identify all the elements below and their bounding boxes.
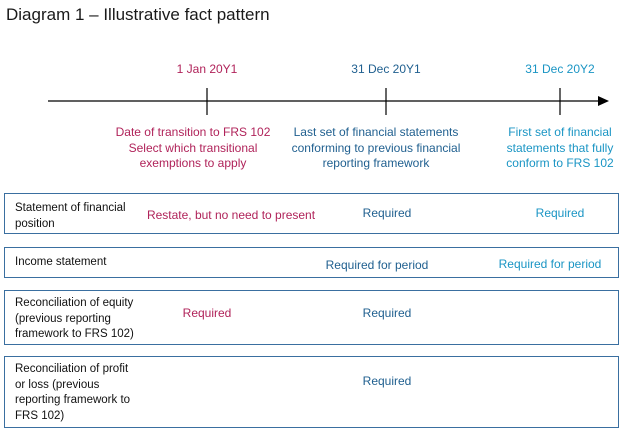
cell-first-frs: Required for period [498,257,602,271]
note-line: statements that fully [506,140,614,155]
timeline-arrowhead [598,96,609,106]
date-label-previous-year-end: 31 Dec 20Y1 [351,62,421,76]
row-income-statement: Income statement Required for period Req… [4,247,619,278]
note-previous-framework: Last set of financial statements conform… [292,125,461,172]
row-label-line: reporting framework to [15,394,131,406]
cell-previous: Required [362,374,412,388]
diagram-title: Diagram 1 – Illustrative fact pattern [6,5,270,24]
cell-previous: Required [362,206,412,220]
note-line: reporting framework [322,156,430,170]
row-label: Income statement [15,255,143,273]
cell-transition: Restate, but no need to present [146,208,316,222]
row-statement-of-financial-position: Statement of financial position Restate,… [4,193,619,234]
row-label-line: FRS 102) [15,409,65,422]
row-label-line: or loss (previous [15,378,100,391]
row-label-line: Income statement [15,256,107,268]
note-line: Date of transition to FRS 102 [115,125,271,139]
note-line: conforming to previous financial [291,140,461,155]
row-label-line: (previous reporting [15,312,111,325]
note-transition: Date of transition to FRS 102 Select whi… [116,125,271,172]
timeline-arrow [48,88,609,115]
row-reconciliation-of-profit-or-loss: Reconciliation of profit or loss (previo… [4,356,619,428]
row-label: Reconciliation of profit or loss (previo… [15,362,143,426]
cell-transition: Required [182,306,232,320]
cell-previous: Required for period [325,258,429,272]
note-first-frs: First set of financial statements that f… [506,125,613,172]
cell-first-frs: Required [535,206,585,220]
note-line: First set of financial [508,125,612,139]
row-label-line: position [15,217,55,230]
date-label-transition: 1 Jan 20Y1 [176,62,238,76]
row-label-line: Reconciliation of profit [15,363,129,375]
date-label-first-frs-year-end: 31 Dec 20Y2 [525,62,595,76]
row-label-line: framework to FRS 102) [15,328,134,340]
note-line: exemptions to apply [139,156,247,170]
row-label: Statement of financial position [15,201,143,232]
row-label: Reconciliation of equity (previous repor… [15,296,143,344]
note-line: Select which transitional [128,140,258,155]
row-label-line: Reconciliation of equity [15,297,134,309]
note-line: Last set of financial statements [293,125,459,139]
note-line: conform to FRS 102 [506,156,614,170]
row-reconciliation-of-equity: Reconciliation of equity (previous repor… [4,290,619,345]
row-label-line: Statement of financial [15,202,126,214]
cell-previous: Required [362,306,412,320]
